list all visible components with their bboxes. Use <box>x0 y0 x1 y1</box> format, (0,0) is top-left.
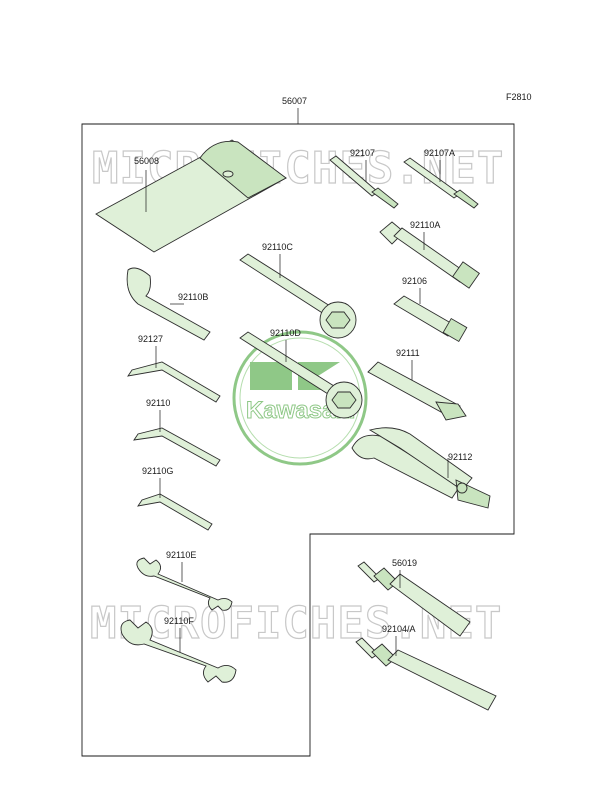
handle <box>367 361 467 421</box>
label-hex-key-small: 92110G <box>142 466 173 476</box>
hex-key-large <box>127 361 221 403</box>
label-pliers: 92112 <box>448 452 472 462</box>
hex-key-medium <box>133 427 221 467</box>
box-wrench-c <box>239 253 357 339</box>
screwdriver-alt <box>403 157 479 209</box>
hex-key-small <box>137 493 213 531</box>
plug-wrench <box>379 221 480 289</box>
label-kit: 56007 <box>282 96 307 106</box>
label-open-wrench-f: 92110F <box>164 616 194 626</box>
label-box-wrench-d: 92110D <box>270 328 301 338</box>
pouch <box>95 139 287 253</box>
box-wrench-d <box>239 331 363 419</box>
hook-wrench <box>126 267 211 341</box>
pliers <box>351 427 491 509</box>
label-plug-wrench: 92110A <box>410 220 440 230</box>
label-socket-adapter: 92106 <box>402 276 427 286</box>
label-hex-key-large: 92127 <box>138 334 163 344</box>
label-hook-wrench: 92110B <box>178 292 208 302</box>
label-pouch: 56008 <box>134 156 159 166</box>
label-screwdriver: 92107 <box>350 148 375 158</box>
label-grease-tube-a: 56019 <box>392 558 417 568</box>
label-open-wrench-e: 92110E <box>166 550 196 560</box>
label-hex-key-medium: 92110 <box>146 398 170 408</box>
label-grease-tube-b: 92104/A <box>382 624 416 634</box>
grease-tube-b <box>355 637 497 711</box>
open-wrench-e <box>136 557 233 611</box>
open-wrench-f <box>120 619 237 683</box>
label-handle: 92111 <box>396 348 420 358</box>
grease-tube-a <box>357 561 471 637</box>
label-screwdriver-alt: 92107A <box>424 148 455 158</box>
screwdriver <box>329 155 399 209</box>
kit-frame <box>81 123 515 757</box>
label-box-wrench-c: 92110C <box>262 242 293 252</box>
socket-adapter <box>393 295 468 343</box>
figure-code: F2810 <box>506 92 532 102</box>
